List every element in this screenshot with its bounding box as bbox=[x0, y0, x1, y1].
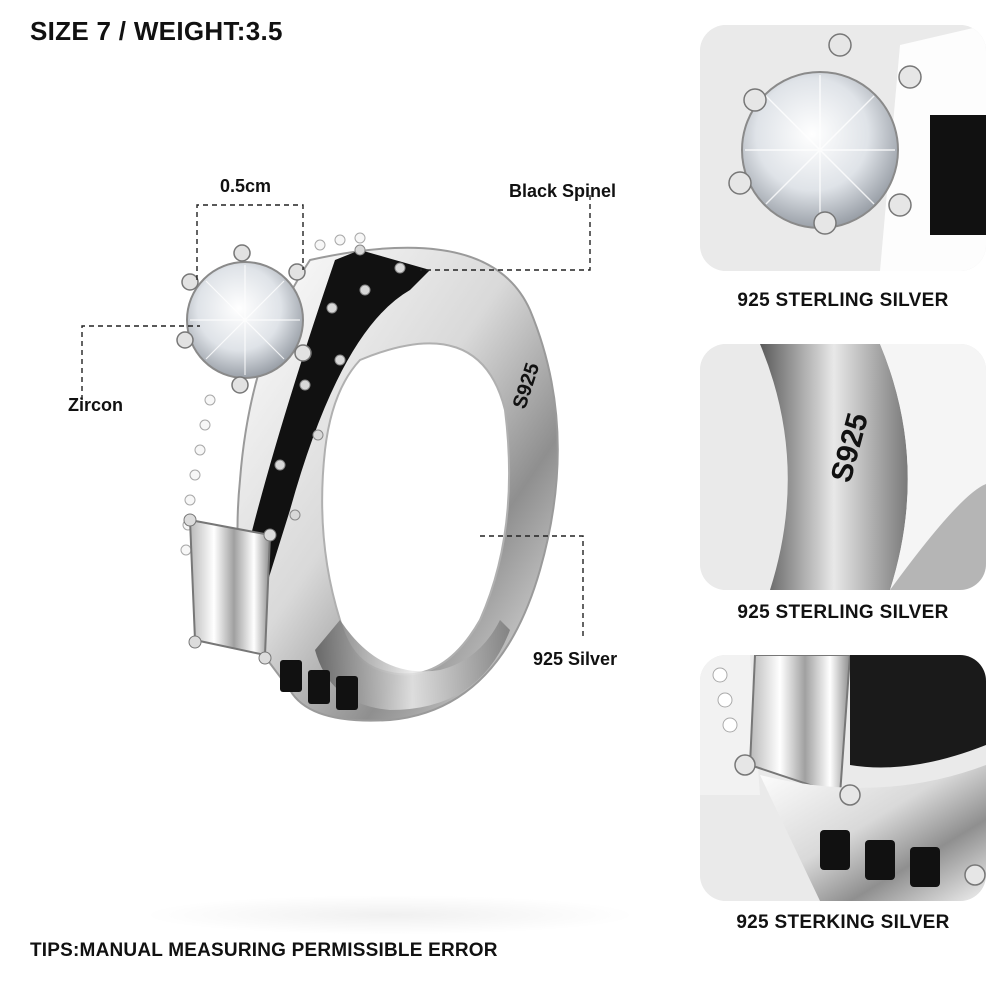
thumbnail-stamp: S925 bbox=[700, 344, 986, 590]
baguette-closeup-image bbox=[700, 655, 986, 901]
ring-image: S925 bbox=[81, 195, 591, 722]
size-weight-title: SIZE 7 / WEIGHT:3.5 bbox=[30, 16, 283, 46]
black-spinel-label: Black Spinel bbox=[509, 181, 617, 201]
zircon-label: Zircon bbox=[68, 395, 124, 415]
thumbnail-caption-3: 925 STERKING SILVER bbox=[736, 912, 950, 933]
thumbnail-baguette bbox=[700, 655, 986, 901]
zircon-closeup-image bbox=[700, 25, 986, 271]
thumbnail-caption-1: 925 STERLING SILVER bbox=[737, 290, 949, 311]
stamp-closeup-image: S925 bbox=[700, 344, 986, 590]
thumbnail-zircon bbox=[700, 25, 986, 271]
ring-shadow bbox=[140, 895, 640, 935]
thumbnail-caption-2: 925 STERLING SILVER bbox=[737, 602, 949, 623]
silver-label: 925 Silver bbox=[533, 649, 618, 669]
measuring-tips: TIPS:MANUAL MEASURING PERMISSIBLE ERROR bbox=[30, 940, 498, 961]
dimension-label: 0.5cm bbox=[220, 176, 272, 196]
